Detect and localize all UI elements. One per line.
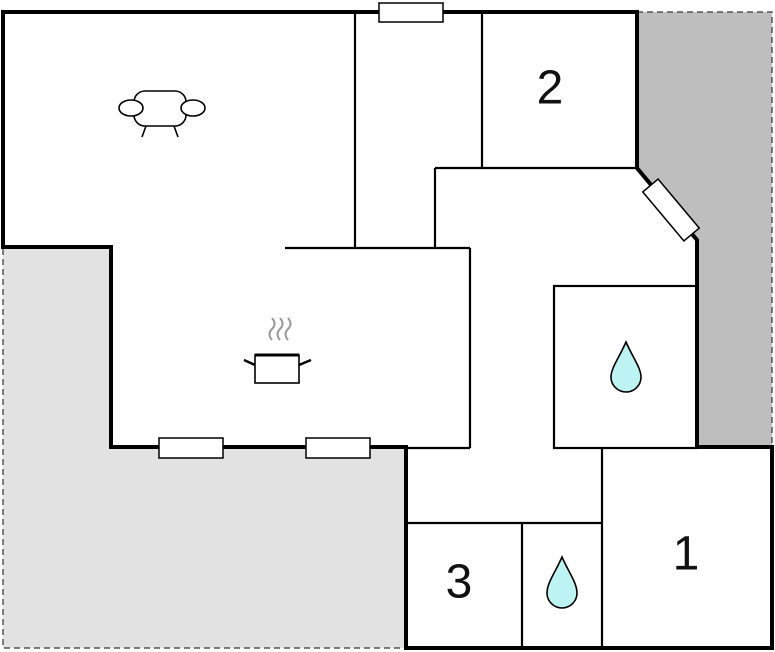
room-label-3: 3: [446, 556, 473, 609]
sofa-icon: [118, 90, 206, 138]
window-top: [378, 2, 444, 23]
room-label-2: 2: [537, 62, 564, 115]
window-bottom-middle: [305, 437, 371, 459]
window-diagonal: [641, 178, 701, 242]
cooking-pot-icon: [243, 317, 312, 384]
room-label-1: 1: [673, 528, 700, 581]
interior: [3, 12, 772, 648]
water-drop-icon: [546, 555, 578, 609]
exterior-walls: [1, 10, 774, 650]
water-drop-icon: [610, 340, 642, 393]
window-bottom-left: [158, 437, 224, 459]
